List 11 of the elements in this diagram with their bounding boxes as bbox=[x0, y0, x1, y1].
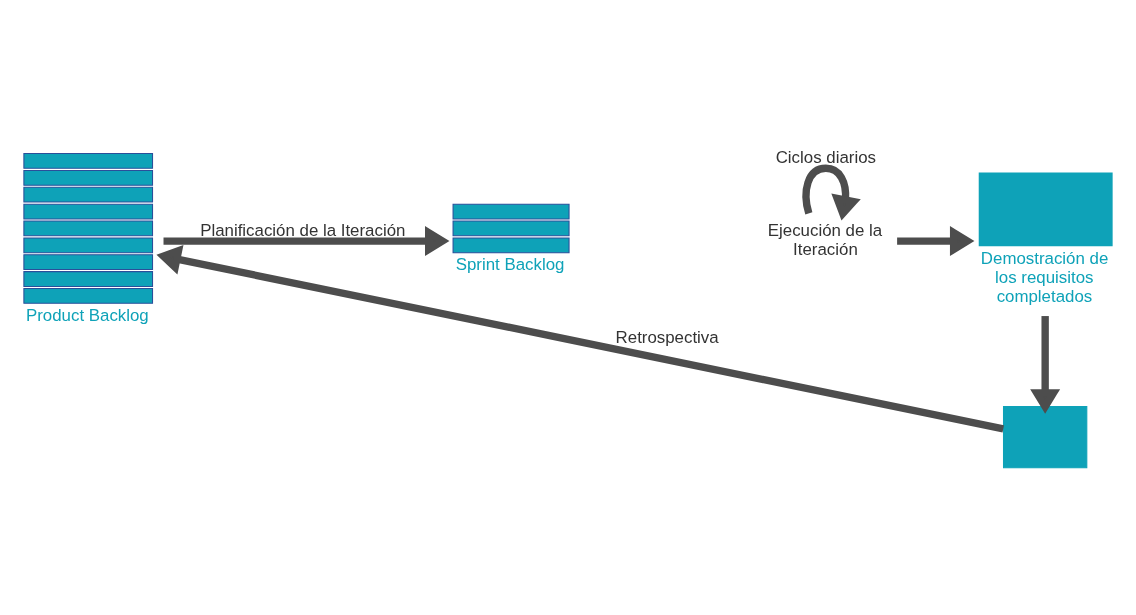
edge-label: Ciclos diarios bbox=[775, 147, 876, 167]
node-text: Ejecución de la Iteración bbox=[767, 220, 883, 259]
arrow bbox=[802, 164, 861, 221]
arrow bbox=[156, 245, 1004, 433]
node-label: Product Backlog bbox=[25, 306, 149, 325]
edge-label: Retrospectiva bbox=[615, 328, 719, 348]
edge-label: Planificación de la Iteración bbox=[200, 220, 406, 240]
node-box bbox=[978, 172, 1113, 247]
node-box bbox=[1002, 406, 1088, 469]
node-label: Sprint Backlog bbox=[455, 255, 565, 275]
node-label: Demostración de los requisitos completados bbox=[980, 249, 1109, 307]
